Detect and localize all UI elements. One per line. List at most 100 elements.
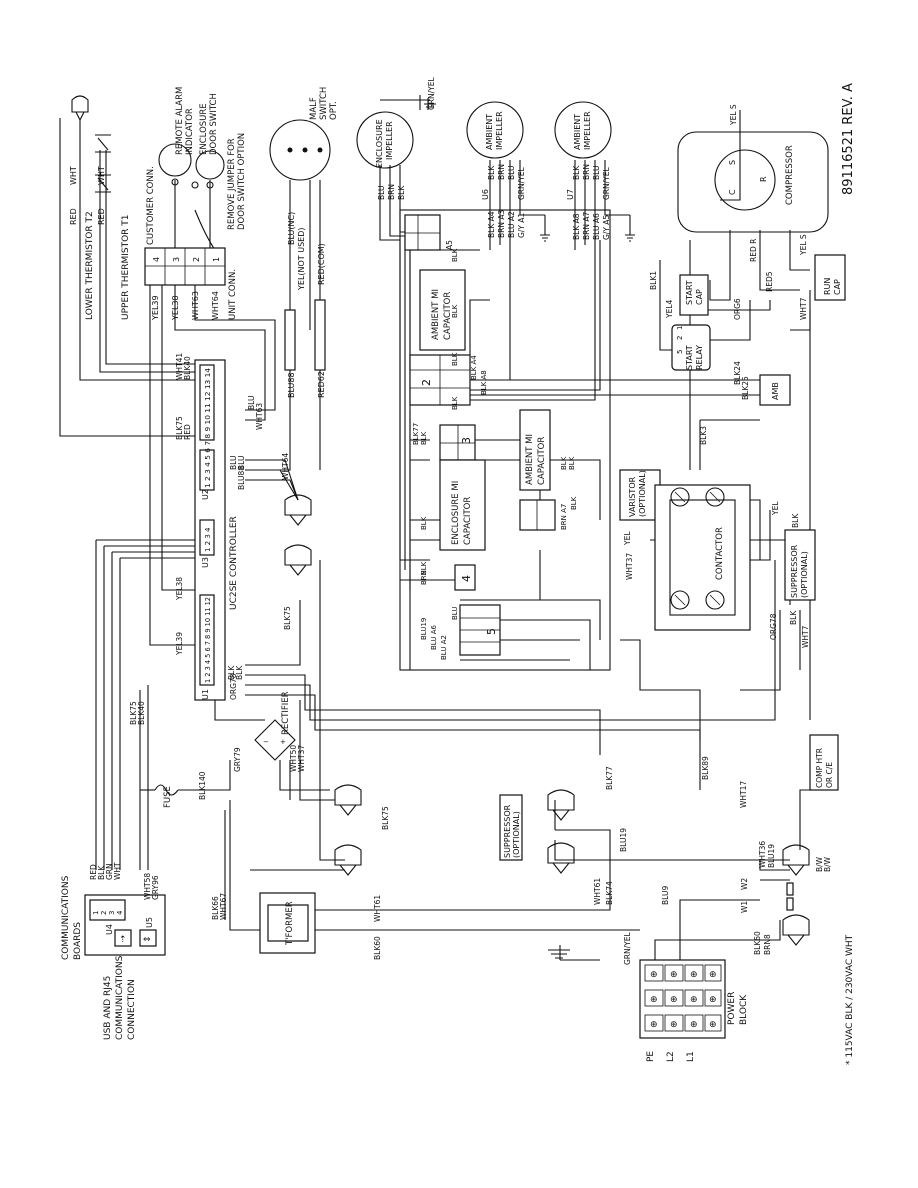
wire-label-wht64-u2: WHT64 xyxy=(281,453,290,480)
u2-label: U2 xyxy=(201,489,210,500)
svg-text:⊕: ⊕ xyxy=(690,995,698,1005)
u3-pins: 1 2 3 4 xyxy=(204,527,212,552)
power-term-pe: PE xyxy=(646,1051,656,1062)
start-relay-label-1: START xyxy=(685,345,694,370)
enclosure-mi-cap-label-1: ENCLOSURE MI xyxy=(451,481,461,545)
term-4: 4 xyxy=(116,910,124,915)
suppressor-left-label-1: SUPPRESSOR xyxy=(503,804,512,858)
ambient-mi-cap-2-label-2: CAPACITOR xyxy=(537,437,547,485)
contactor-label: CONTACTOR xyxy=(715,527,725,580)
transformer: T'FORMER BLK66 WHT67 WHT61 BLK60 xyxy=(211,892,382,960)
u6-label: U6 xyxy=(481,189,490,200)
wire-label-wht41-lower: BLK40 xyxy=(137,701,146,725)
svg-text:⊕: ⊕ xyxy=(650,995,658,1005)
plug-wire-blk-3: BLK xyxy=(451,352,459,366)
comm-boards-label-1: COMMUNICATIONS xyxy=(61,875,71,960)
ambient-impeller-u6-label-1: AMBIENT xyxy=(485,114,494,150)
usb-conn-label-1: USB AND RJ45 xyxy=(103,976,113,1040)
u6-pin-a4: BLK A4 xyxy=(487,211,496,238)
start-relay-label-2: RELAY xyxy=(695,345,704,370)
thermistors: RED WHT RED WHT LOWER THERMISTOR T2 UPPE… xyxy=(69,95,131,320)
wire-label-blk77-low: BLK77 xyxy=(605,766,614,790)
wire-label-wht17: WHT17 xyxy=(739,781,748,808)
wire-label-wht64: WHT64 xyxy=(211,291,220,320)
wire-label-blk-c1: BLK xyxy=(791,513,800,528)
malf-switch-label-3: OPT. xyxy=(329,101,339,120)
enclosure-door-label-2: DOOR SWITCH xyxy=(209,93,219,155)
wire-label-yel-s-top: YEL S xyxy=(729,104,738,126)
ambient-impeller-u6-label-2: IMPELLER xyxy=(495,111,504,150)
varistor-label-1: VARISTOR xyxy=(628,476,637,517)
wire-label-blk25: BLK25 xyxy=(741,376,750,400)
comm-wire-grn: GRN xyxy=(105,863,114,880)
wire-label-blk89: BLK89 xyxy=(701,756,710,780)
varistor-label-2: (OPTIONAL) xyxy=(638,470,647,517)
power-term-l1: L1 xyxy=(686,1051,696,1062)
impellers: ENCLOSURE IMPELLER AMBIENT IMPELLER AMBI… xyxy=(356,77,612,240)
wire-label-yel4: YEL4 xyxy=(665,300,674,319)
usb-conn-label-2: COMMUNICATIONS xyxy=(115,955,125,1040)
enc-wire-blk: BLK xyxy=(397,185,406,200)
term-2: 2 xyxy=(100,911,108,915)
a5-label: A5 xyxy=(445,240,454,250)
svg-text:⊕: ⊕ xyxy=(709,970,717,980)
suppressor-left-label-2: (OPTIONAL) xyxy=(512,811,521,858)
wire-label-blu9: BLU9 xyxy=(661,886,670,905)
wire-label-therm-1: RED xyxy=(69,208,78,225)
wire-label-therm-3: RED xyxy=(97,208,106,225)
wire-label-blk60: BLK60 xyxy=(753,931,762,955)
grn-yel-ground-label: GRN/YEL xyxy=(427,77,436,110)
wire-label-wht67: WHT67 xyxy=(219,893,228,920)
compressor-term-s: S xyxy=(728,160,737,165)
remote-alarm-label-1: REMOTE ALARM xyxy=(175,87,185,155)
wire-label-therm-4: WHT xyxy=(97,166,106,185)
wire-label-org78: ORG78 xyxy=(229,673,238,700)
plug-wire-brn-a7: BRN A7 xyxy=(560,504,568,530)
wire-label-blu-u2c: BLU xyxy=(247,396,256,410)
cust-pin-4: 4 xyxy=(152,257,161,262)
relay-pin-2: 2 xyxy=(676,336,684,340)
wire-label-brn8: BRN8 xyxy=(763,934,772,955)
u7-wire-blu: BLU xyxy=(592,166,601,180)
wire-label-yel-not-used: YEL(NOT USED) xyxy=(297,228,306,292)
svg-text:⊕: ⊕ xyxy=(650,970,658,980)
wire-label-gry96: GRY96 xyxy=(151,875,160,900)
run-cap-label-2: CAP xyxy=(833,279,842,295)
power-term-l2: L2 xyxy=(666,1051,676,1062)
ground-symbols xyxy=(424,98,635,959)
u7-wire-brn: BRN xyxy=(582,164,591,180)
u6-pin-a3: BRN A3 xyxy=(497,210,506,238)
svg-text:⊕: ⊕ xyxy=(670,995,678,1005)
malf-switch-label-1: MALF xyxy=(309,97,319,120)
plug-wire-blk-7: BLK xyxy=(568,456,576,470)
comp-htr-label-2: OR C/E xyxy=(825,762,834,788)
cust-pin-2: 2 xyxy=(192,257,201,262)
wire-label-blk40: BLK75 xyxy=(175,416,184,440)
plug-wire-blk-4: BLK xyxy=(451,396,459,410)
power-block-label-2: BLOCK xyxy=(739,994,749,1025)
remove-jumper-label-1: REMOVE JUMPER FOR xyxy=(227,138,237,230)
wire-label-wht61-b: WHT61 xyxy=(593,878,602,905)
compressor-term-r: R xyxy=(759,176,768,182)
wire-label-therm-2: WHT xyxy=(69,166,78,185)
wire-label-blu-nc: BLU(NC) xyxy=(287,212,296,245)
enclosure-impeller-label-2: IMPELLER xyxy=(385,121,394,160)
rectifier-minus: − xyxy=(263,738,269,746)
svg-text:⊕: ⊕ xyxy=(670,1020,678,1030)
u1-label: U1 xyxy=(201,689,210,700)
svg-text:⊕: ⊕ xyxy=(690,970,698,980)
wire-label-blk3: BLK3 xyxy=(699,426,708,445)
wire-label-yel39: YEL39 xyxy=(151,295,160,321)
power-block-label-1: POWER xyxy=(727,992,737,1025)
plug-5-label: 5 xyxy=(485,628,498,635)
wire-label-wht41: BLK40 xyxy=(183,356,192,380)
wire-label-wht37-c: WHT37 xyxy=(625,553,634,580)
u7-pin-a8: BLK A8 xyxy=(572,213,581,240)
wire-label-blk74: BLK74 xyxy=(605,881,614,905)
remote-alarm-label-2: INDICATOR xyxy=(185,108,195,155)
wire-label-blk-u1a: BLK xyxy=(227,665,236,680)
wire-label-wht61-xf: WHT61 xyxy=(373,895,382,922)
run-cap-label-1: RUN xyxy=(823,278,832,295)
u6-wire-blu: BLU xyxy=(507,166,516,180)
comm-wire-wht: WHT xyxy=(113,862,122,880)
